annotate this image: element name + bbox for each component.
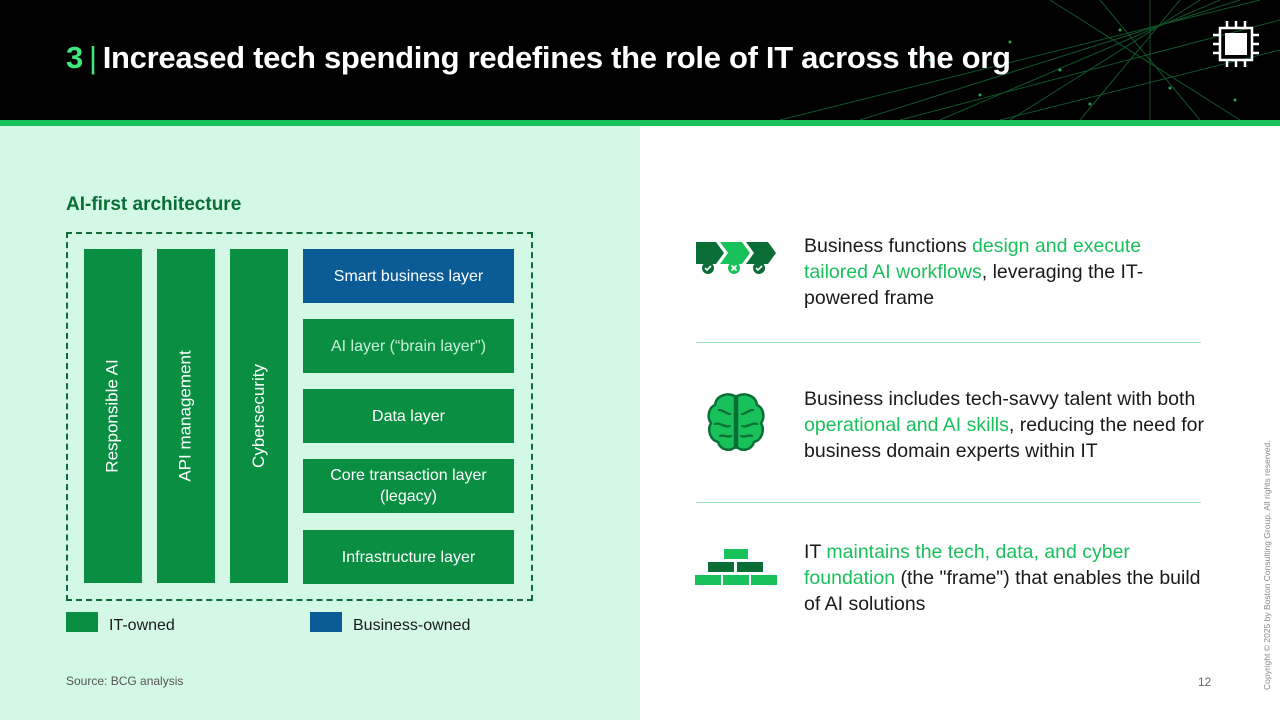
source-note: Source: BCG analysis [66,674,184,688]
pillar-cybersecurity: Cybersecurity [230,249,288,583]
architecture-frame [66,232,533,601]
legend-swatch-it [66,612,98,632]
point-highlight: design and execute tailored AI workflows [804,235,1142,283]
legend-swatch-business [310,612,342,632]
bricks-icon [695,549,777,585]
pillar-label: Responsible AI [103,359,122,473]
page-title: 3|Increased tech spending redefines the … [66,40,1011,76]
chip-icon [1213,21,1259,67]
point-workflows: Business functions design and execute ta… [804,233,1204,311]
divider [696,342,1201,343]
layer-data: Data layer [303,389,514,443]
point-highlight: maintains the tech, data, and cyber foun… [804,541,1130,589]
title-separator: | [88,40,97,75]
trucks-icon [696,242,776,274]
header-decoration [779,0,1280,120]
point-talent: Business includes tech-savvy talent with… [804,386,1204,464]
pillar-label: API management [176,350,196,482]
pillar-label: Cybersecurity [249,364,269,468]
header-accent-stripe [0,120,1280,126]
pillar-responsible-ai: Responsible AI [84,249,142,583]
header-bar: 3|Increased tech spending redefines the … [0,0,1280,120]
architecture-title: AI-first architecture [66,194,242,215]
point-text: , leveraging the IT-powered frame [804,261,1144,309]
point-foundation: IT maintains the tech, data, and cyber f… [804,539,1204,617]
pillar-api-management: API management [157,249,215,583]
point-text: (the "frame") that enables the build of … [804,567,1201,615]
layer-smart-business: Smart business layer [303,249,514,303]
point-text: Business includes tech-savvy talent with… [804,388,1196,410]
title-text: Increased tech spending redefines the ro… [102,40,1011,75]
page-number: 12 [1198,675,1212,689]
section-number: 3 [66,40,83,75]
legend-label-it: IT-owned [109,617,175,634]
copyright-notice: Copyright © 2025 by Boston Consulting Gr… [1262,440,1272,690]
divider [696,502,1201,503]
layer-infrastructure: Infrastructure layer [303,530,514,584]
layer-ai: AI layer (“brain layer") [303,319,514,373]
brain-icon [707,393,765,451]
point-text: , reducing the need for business domain … [804,414,1205,462]
layer-core-transaction: Core transaction layer (legacy) [303,459,514,513]
legend-label-business: Business-owned [353,617,471,634]
point-text: Business functions [804,235,973,257]
point-text: IT [804,541,827,563]
point-highlight: operational and AI skills [804,414,1009,436]
